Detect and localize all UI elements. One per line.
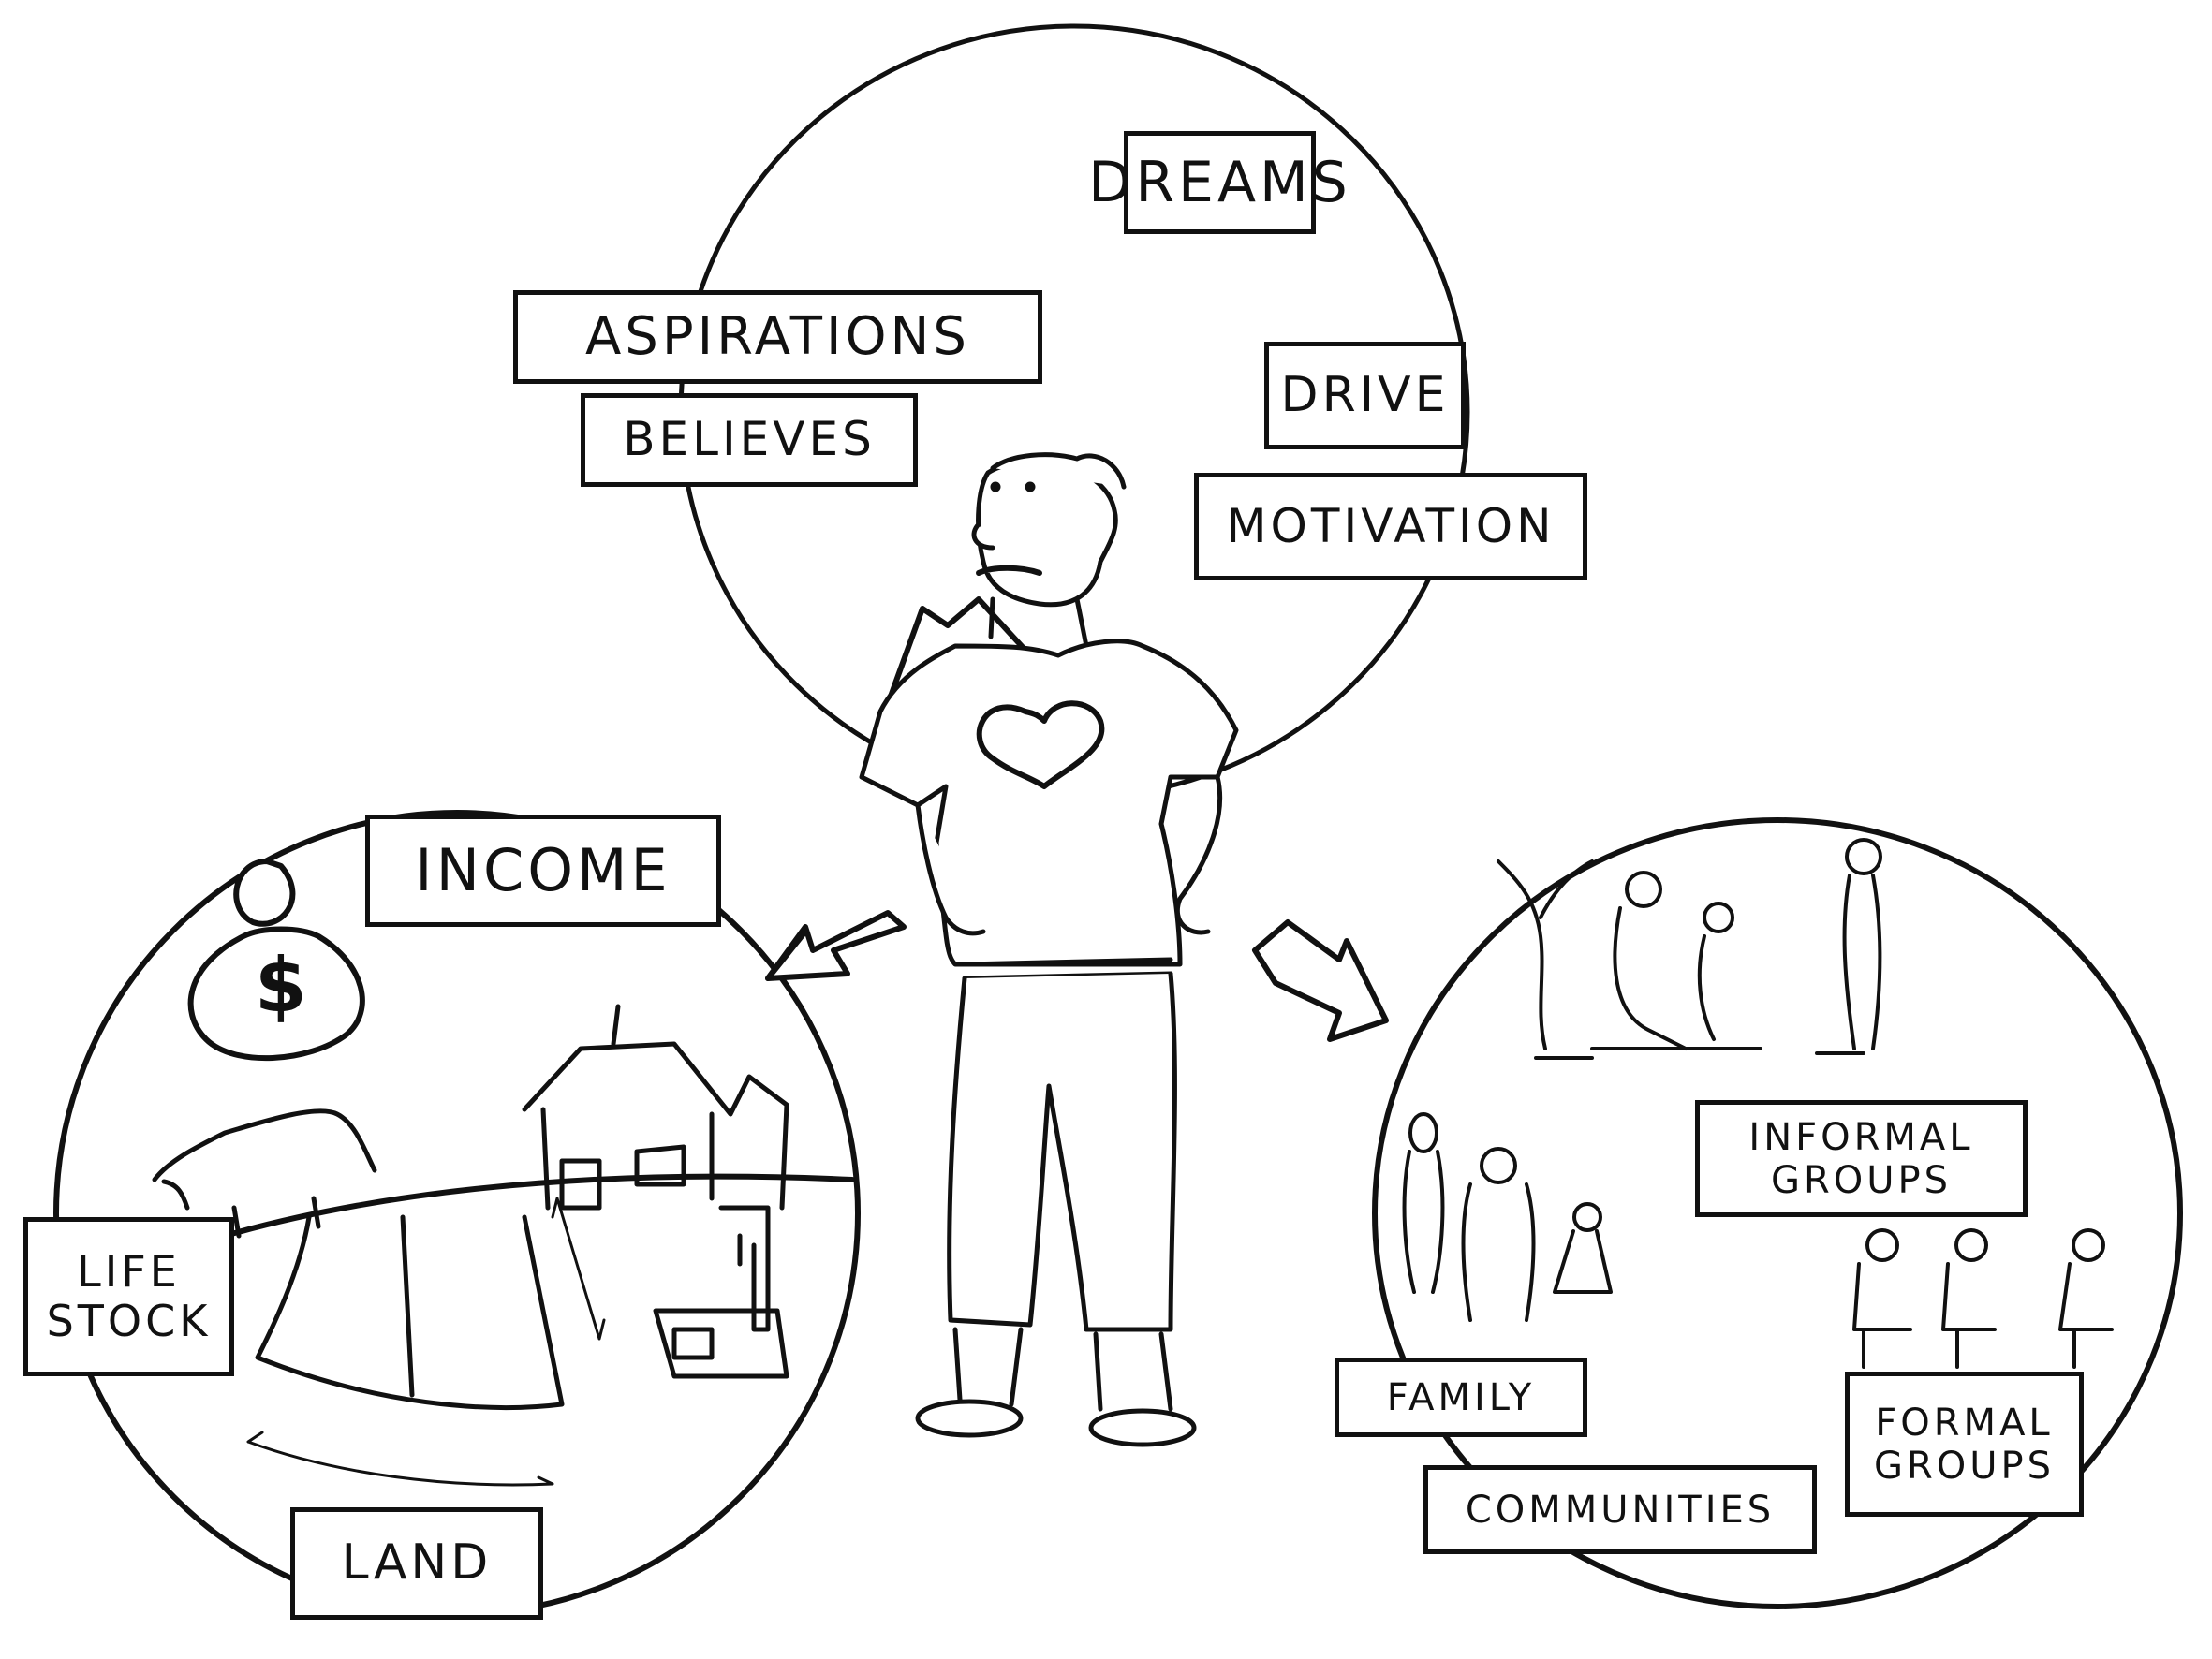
farm-landscape (152, 1004, 855, 1487)
label-aspirations: ASPIRATIONS (513, 290, 1042, 384)
arrow-down-right-icon (1252, 919, 1389, 1042)
label-income: INCOME (365, 815, 721, 927)
tree-icon (1497, 859, 1594, 1050)
person-head (1865, 1228, 1899, 1262)
label-motivation: MOTIVATION (1194, 473, 1587, 580)
water-pump-icon (653, 1205, 789, 1379)
person-head (1954, 1228, 1988, 1262)
cow-icon (152, 1108, 377, 1239)
label-believes: BELIEVES (581, 393, 918, 487)
person-head (1480, 1147, 1517, 1184)
money-bag-icon: $ (187, 859, 365, 1062)
label-drive: DRIVE (1264, 342, 1466, 449)
arrow-down-left-icon (765, 910, 907, 981)
formal-group-scene (1852, 1228, 2114, 1369)
informal-group-scene (1497, 838, 1882, 1060)
left-circle (53, 810, 861, 1617)
house-icon (522, 1041, 789, 1211)
label-family: FAMILY (1335, 1358, 1587, 1437)
family-scene (1402, 1112, 1613, 1322)
label-lifestock: LIFE STOCK (23, 1217, 234, 1376)
person-head (1408, 1112, 1438, 1153)
person-head (1703, 902, 1734, 933)
label-land: LAND (290, 1507, 543, 1620)
heart-icon (976, 700, 1105, 789)
person-head (1572, 1202, 1602, 1232)
label-dreams: DREAMS (1088, 131, 1348, 234)
right-circle (1372, 817, 2183, 1609)
label-informal-groups: INFORMAL GROUPS (1695, 1100, 2028, 1217)
person-head (2072, 1228, 2105, 1262)
label-formal-groups: FORMAL GROUPS (1845, 1372, 2084, 1517)
person-head (1625, 871, 1662, 908)
dollar-sign: $ (255, 942, 307, 1029)
crop-field-icon (255, 1214, 565, 1410)
label-communities: COMMUNITIES (1423, 1465, 1817, 1554)
person-head (1845, 838, 1882, 875)
man-figure (859, 452, 1239, 1447)
